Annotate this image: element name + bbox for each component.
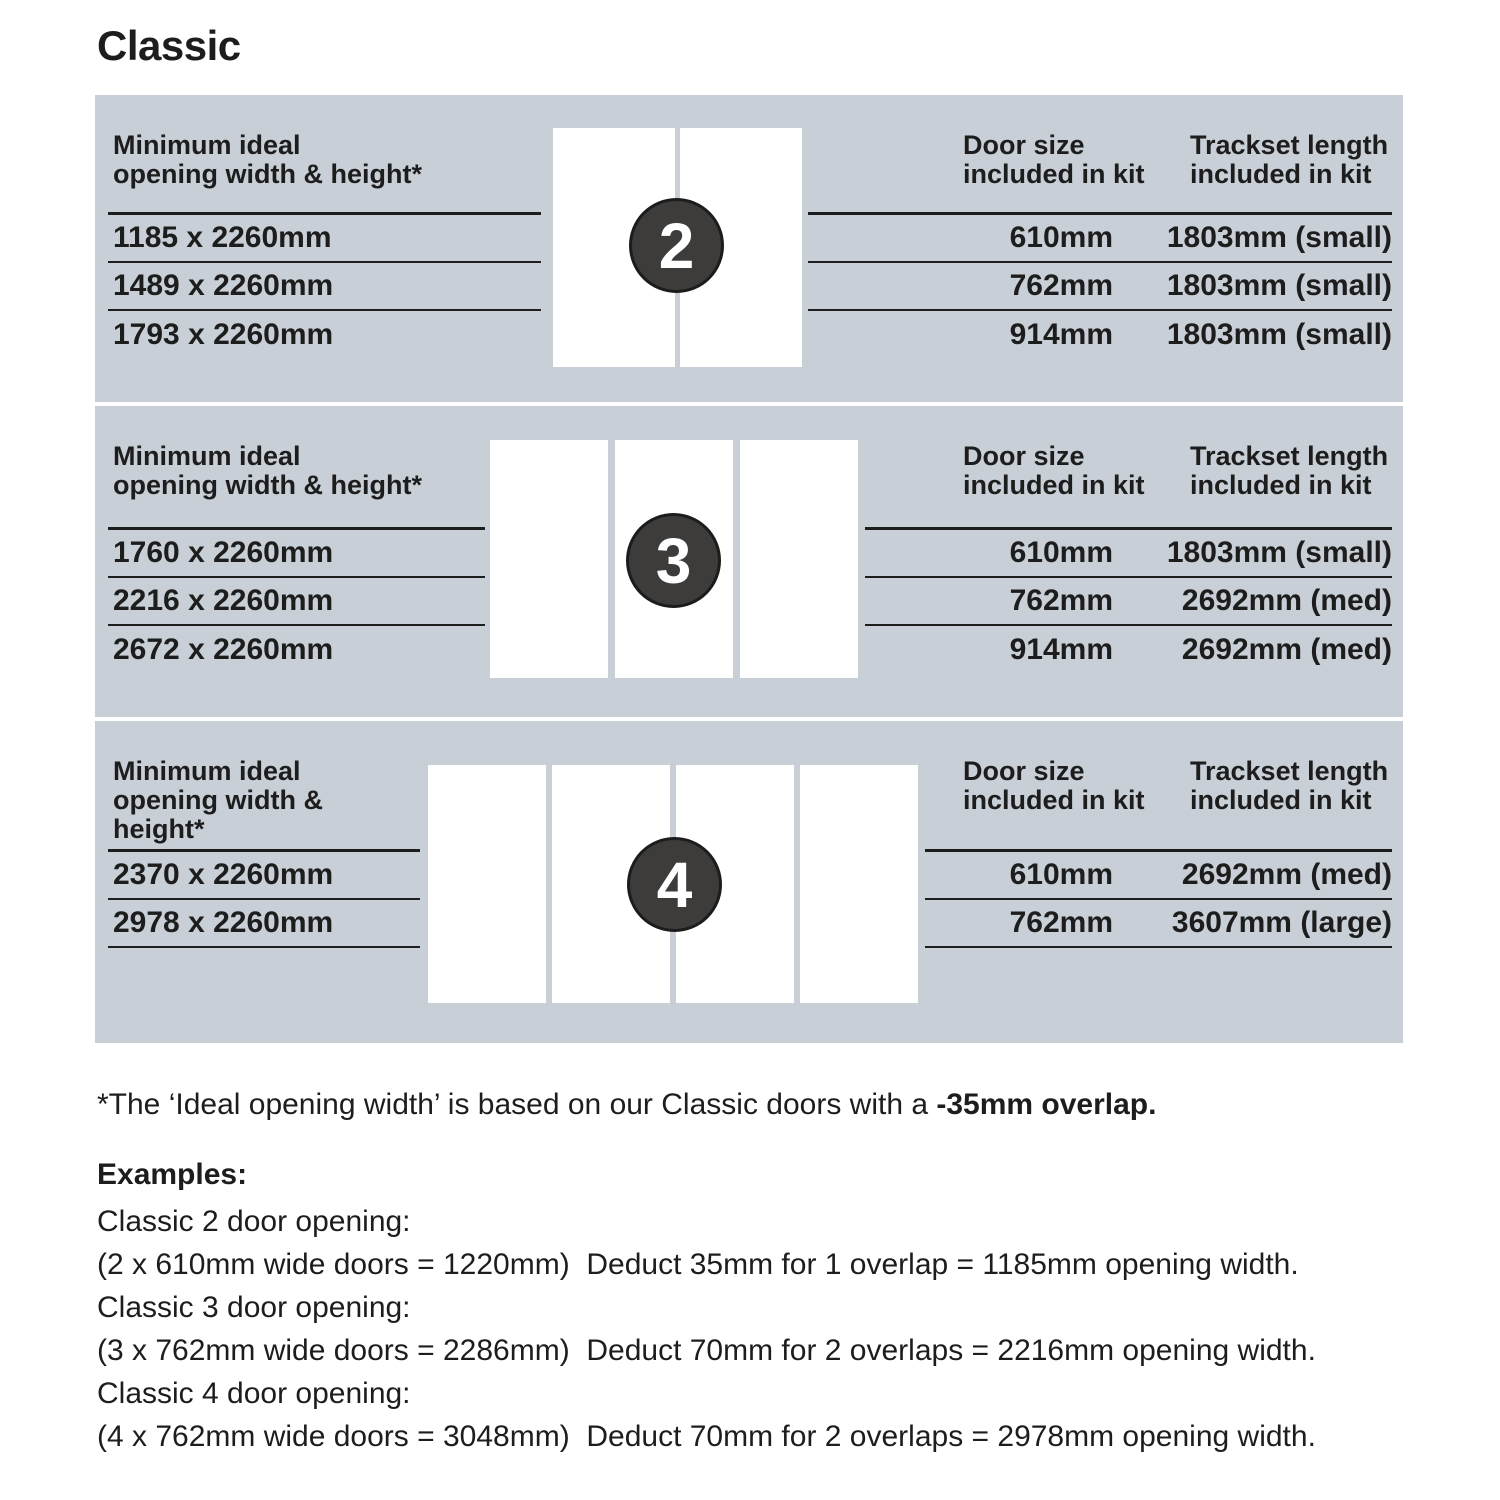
door-size-header-line1: Door size [963, 756, 1085, 786]
opening-header-line1: Minimum ideal [113, 756, 301, 786]
page-title: Classic [97, 22, 241, 69]
example-line: Classic 3 door opening: [97, 1291, 411, 1324]
opening-row: 1793 x 2260mm [113, 318, 334, 351]
opening-row: 2216 x 2260mm [108, 578, 485, 626]
trackset-value: 3607mm (large) [1171, 906, 1392, 939]
door-size-header-line2: included in kit [963, 470, 1145, 500]
trackset-value: 1803mm (small) [1166, 318, 1392, 351]
opening-row: 2370 x 2260mm [108, 852, 420, 900]
kit-row: 914mm 1803mm (small) [808, 311, 1392, 359]
kit-row: 762mm 2692mm (med) [865, 578, 1392, 626]
door-size-header-line1: Door size [963, 441, 1085, 471]
opening-row: 2672 x 2260mm [113, 633, 334, 666]
door-illustration [428, 765, 918, 1003]
examples-block: Examples: Classic 2 door opening: (2 x 61… [97, 1158, 1427, 1458]
door-size-value: 610mm [1009, 858, 1113, 891]
trackset-header-line1: Trackset length [1190, 756, 1389, 786]
trackset-value: 2692mm (med) [1181, 858, 1392, 891]
examples-lines: Classic 2 door opening: (2 x 610mm wide d… [97, 1200, 1427, 1458]
door-panel [740, 440, 858, 678]
door-size-value: 610mm [1009, 221, 1113, 254]
trackset-header-line1: Trackset length [1190, 441, 1389, 471]
example-line: (4 x 762mm wide doors = 3048mm) Deduct 7… [97, 1420, 1316, 1453]
opening-header-line1: Minimum ideal [113, 130, 301, 160]
opening-row: 1489 x 2260mm [108, 263, 541, 311]
footnote-bold-text: -35mm overlap. [936, 1088, 1157, 1121]
overlap-footnote: *The ‘Ideal opening width’ is based on o… [97, 1088, 1156, 1122]
trackset-header-line2: included in kit [1190, 785, 1372, 815]
door-size-value: 914mm [1009, 318, 1113, 351]
example-line: (3 x 762mm wide doors = 2286mm) Deduct 7… [97, 1334, 1316, 1367]
trackset-value: 1803mm (small) [1166, 536, 1392, 569]
door-panel [428, 765, 546, 1003]
door-size-value: 914mm [1009, 633, 1113, 666]
door-panel [800, 765, 918, 1003]
door-size-value: 762mm [1009, 269, 1113, 302]
door-size-header-line2: included in kit [963, 785, 1145, 815]
door-count-badge: 3 [626, 513, 721, 608]
examples-heading: Examples: [97, 1158, 248, 1191]
opening-row: 1760 x 2260mm [108, 530, 485, 578]
opening-row: 1185 x 2260mm [108, 215, 541, 263]
trackset-value: 1803mm (small) [1166, 221, 1392, 254]
trackset-value: 2692mm (med) [1181, 584, 1392, 617]
example-line: (2 x 610mm wide doors = 1220mm) Deduct 3… [97, 1248, 1299, 1281]
kit-row: 610mm 2692mm (med) [925, 852, 1392, 900]
door-size-header-line1: Door size [963, 130, 1085, 160]
kit-row: 762mm 1803mm (small) [808, 263, 1392, 311]
kit-row: 610mm 1803mm (small) [865, 530, 1392, 578]
trackset-value: 1803mm (small) [1166, 269, 1392, 302]
door-size-value: 762mm [1009, 584, 1113, 617]
door-size-value: 610mm [1009, 536, 1113, 569]
kit-row: 610mm 1803mm (small) [808, 215, 1392, 263]
door-size-header-line2: included in kit [963, 159, 1145, 189]
opening-row: 2978 x 2260mm [108, 900, 420, 948]
kit-row: 914mm 2692mm (med) [865, 626, 1392, 674]
opening-header-line1: Minimum ideal [113, 441, 301, 471]
door-size-value: 762mm [1009, 906, 1113, 939]
door-panel [490, 440, 608, 678]
example-line: Classic 4 door opening: [97, 1377, 411, 1410]
example-line: Classic 2 door opening: [97, 1205, 411, 1238]
door-count-badge: 4 [627, 837, 722, 932]
opening-header-line2: opening width & height* [113, 785, 323, 844]
opening-header-line2: opening width & height* [113, 470, 422, 500]
footnote-text: *The ‘Ideal opening width’ is based on o… [97, 1088, 937, 1121]
trackset-header-line2: included in kit [1190, 470, 1372, 500]
kit-row: 762mm 3607mm (large) [925, 900, 1392, 948]
door-illustration [490, 440, 858, 678]
trackset-header-line2: included in kit [1190, 159, 1372, 189]
opening-header-line2: opening width & height* [113, 159, 422, 189]
trackset-value: 2692mm (med) [1181, 633, 1392, 666]
door-count-badge: 2 [629, 198, 724, 293]
trackset-header-line1: Trackset length [1190, 130, 1389, 160]
